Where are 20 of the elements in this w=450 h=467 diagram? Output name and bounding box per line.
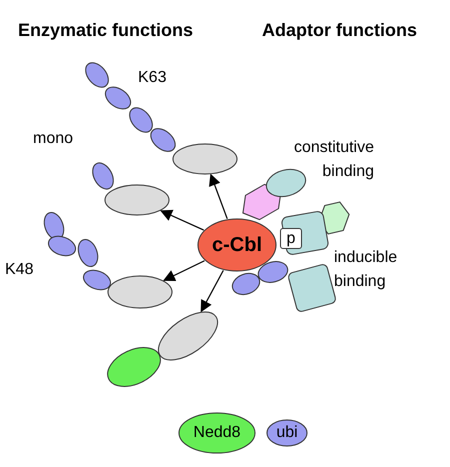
protein-name: c-Cbl	[212, 234, 262, 256]
binding-label: constitutive binding	[292, 138, 374, 182]
arrow	[209, 174, 228, 220]
substrate-oval	[157, 311, 219, 361]
binding-label: inducible binding	[334, 248, 398, 292]
legend-label: ubi	[276, 424, 298, 442]
substrate-oval	[172, 143, 238, 175]
section-heading: Enzymatic functions	[18, 19, 194, 42]
substrate-oval	[107, 275, 173, 309]
arrow	[160, 210, 204, 231]
substrate-oval	[104, 184, 170, 216]
protein-ellipse	[197, 218, 277, 272]
chain-type-label: K63	[138, 68, 166, 88]
chain-type-label: mono	[33, 129, 74, 149]
arrow	[162, 260, 205, 282]
legend-label: Nedd8	[193, 424, 241, 442]
arrow	[200, 270, 224, 312]
phospho-tag: p	[280, 228, 302, 249]
section-heading: Adaptor functions	[262, 19, 417, 42]
chain-type-label: K48	[5, 260, 34, 280]
